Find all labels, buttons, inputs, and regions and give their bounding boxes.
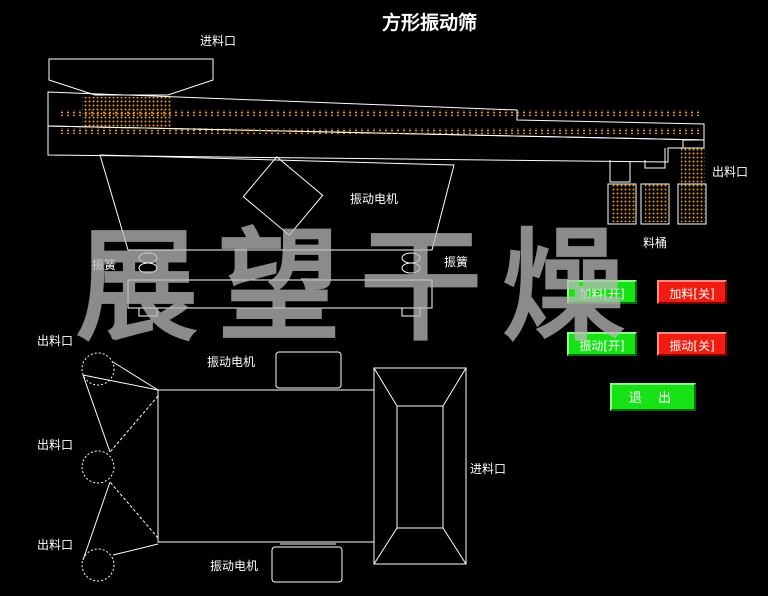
top-inlet-outer: [373, 367, 467, 565]
discharge-spout-2: [644, 148, 666, 169]
label-spring-left: 振簧: [92, 258, 117, 272]
label-motor-side: 振动电机: [350, 192, 399, 206]
label-outlet-mid-left: 出料口: [37, 438, 74, 452]
exit-button[interactable]: 退 出: [610, 383, 696, 411]
label-motor-bottom: 振动电机: [210, 559, 259, 573]
page-title: 方形振动筛: [382, 12, 478, 34]
machine-base: [127, 279, 433, 309]
vibrate-off-button[interactable]: 振动[关]: [657, 332, 727, 356]
label-outlet-right: 出料口: [712, 165, 749, 179]
outlet-circle-bottom: [81, 548, 115, 582]
top-inlet-inner: [396, 405, 444, 529]
feed-hopper: [48, 58, 214, 96]
material-flow: [60, 97, 705, 222]
left-spring: [138, 252, 158, 317]
feed-on-button[interactable]: 加料[开]: [567, 280, 637, 304]
label-motor-top: 振动电机: [207, 355, 256, 369]
label-inlet-top: 进料口: [200, 34, 237, 48]
vibrate-on-button[interactable]: 振动[开]: [567, 332, 637, 356]
label-spring-right: 振簧: [444, 255, 469, 269]
discharge-spout-3: [682, 139, 704, 148]
right-spring: [401, 252, 421, 317]
support-frame: [99, 154, 455, 251]
label-outlet-bottom-left: 出料口: [37, 538, 74, 552]
discharge-spout-1: [609, 160, 631, 183]
label-inlet-right: 进料口: [470, 462, 507, 476]
top-motor-bottom: [271, 546, 343, 583]
outlet-circle-mid: [81, 450, 115, 484]
label-bucket: 料桶: [643, 236, 668, 250]
top-view-body: [157, 389, 375, 543]
label-outlet-top-left: 出料口: [37, 334, 74, 348]
feed-off-button[interactable]: 加料[关]: [657, 280, 727, 304]
side-vibration-motor: [242, 156, 324, 236]
outlet-circle-top: [81, 352, 115, 386]
top-motor-top: [275, 351, 342, 389]
